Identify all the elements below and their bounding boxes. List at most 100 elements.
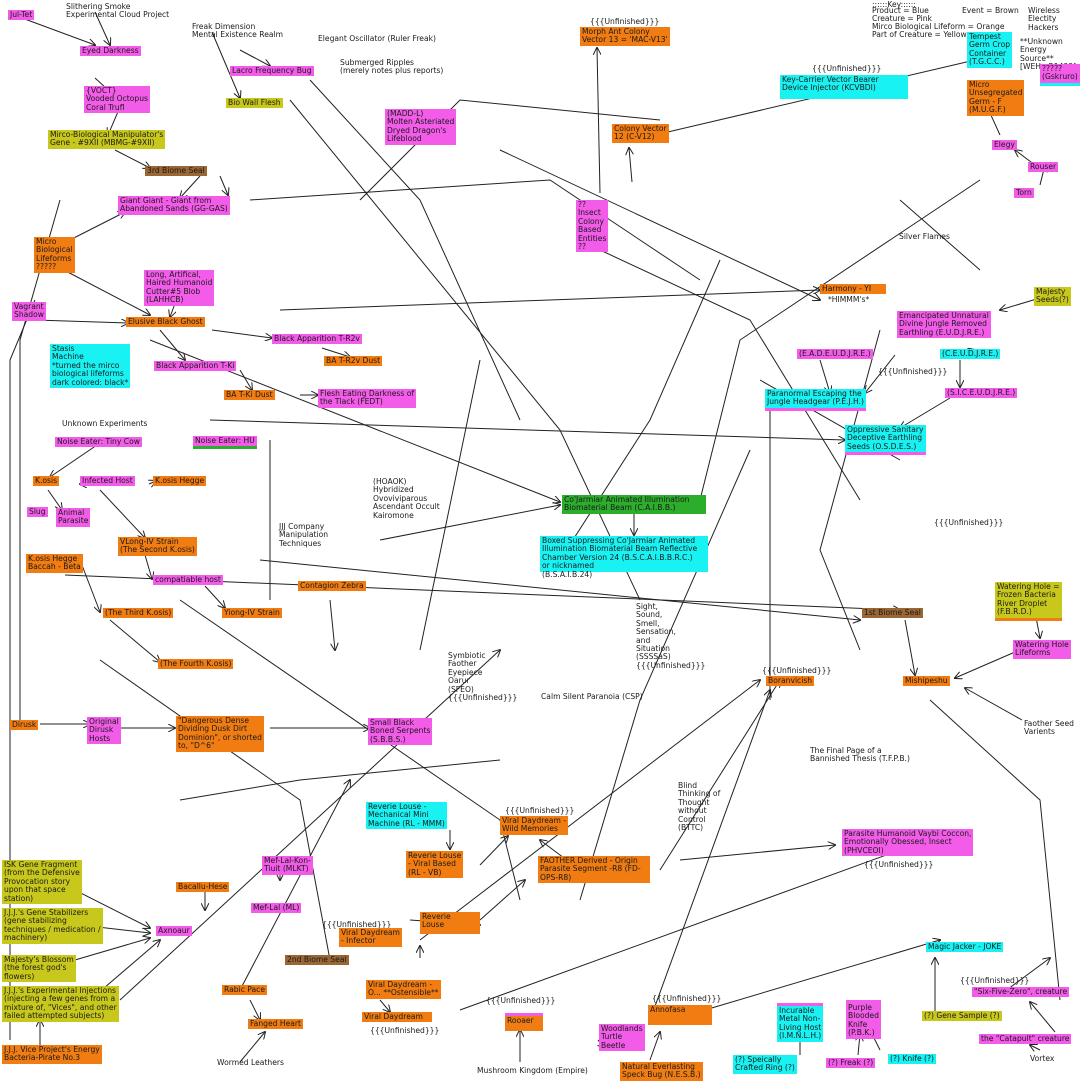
wireless-hackers-label: Wireless Electity Hackers bbox=[1028, 6, 1060, 32]
jjj-gene-stabilizers: J.J.J.'s Gene Stabilizers (gene stabiliz… bbox=[2, 908, 103, 944]
bio-wall-flesh: Bio Wall Flesh bbox=[226, 98, 283, 109]
hoaok-label: (HOAOK) Hybridized Ovoviviparous Ascenda… bbox=[373, 477, 440, 520]
animal-parasite: Animal Parasite bbox=[56, 508, 91, 527]
stasis-machine: Stasis Machine *turned the mirco biologi… bbox=[50, 344, 131, 389]
original-dirusk-hosts: Original Dirusk Hosts bbox=[87, 717, 121, 745]
giant-giant: Giant Giant - Giant from Abandoned Sands… bbox=[118, 196, 230, 215]
viral-daydream-wild-memories: Viral Daydream - Wild Memories bbox=[500, 816, 569, 835]
yiong-iv-strain: Yiong-IV Strain bbox=[222, 608, 282, 619]
legend-part: Part of Creature = Yellow bbox=[872, 30, 967, 39]
bsaib24: Boxed Suppressing Co'Jarmiar Animated Il… bbox=[540, 536, 708, 578]
legend-micro: Mirco Biological Lifeform = Orange bbox=[872, 22, 1005, 31]
unfinished-annofasa: {{{Unfinished}}} bbox=[652, 994, 722, 1003]
rabic-pace: Rabic Pace bbox=[222, 985, 268, 996]
unfinished-eudjre: {{{Unfinished}}} bbox=[878, 367, 948, 376]
elegy: Elegy bbox=[992, 140, 1017, 151]
fd-ops-r8: FAOTHER Derived - Origin Parasite Segmen… bbox=[538, 856, 650, 884]
knife-question: (?) Knife (?) bbox=[888, 1054, 936, 1065]
lacro-frequency-bug: Lacro Frequency Bug bbox=[230, 66, 314, 77]
fanged-heart: Fanged Heart bbox=[248, 1019, 303, 1030]
csp-label: Calm Silent Paranoia (CSP) bbox=[541, 692, 643, 701]
caibb: Co'Jarmiar Animated Illumination Biomate… bbox=[562, 495, 706, 514]
infected-host: Infected Host bbox=[80, 476, 135, 487]
unfinished-viral-daydream: {{{Unfinished}}} bbox=[370, 1026, 440, 1035]
black-apparition-t-r2v: Black Apparition T-R2v bbox=[272, 334, 362, 345]
ba-t-r2v-dust: BA T-R2v Dust bbox=[324, 356, 383, 367]
noise-eater-tiny-cow: Noise Eater: Tiny Cow bbox=[55, 437, 142, 448]
voct: {VOCT} Vooded Octopus Coral Trufl bbox=[84, 86, 150, 114]
pbk: Purple Blooded Knife (P.B.K.) bbox=[846, 1000, 881, 1039]
1st-biome-seal: 1st Biome Seal bbox=[862, 608, 923, 619]
noise-eater-hu: Noise Eater: HU bbox=[193, 436, 257, 450]
ssssas-label: Sight, Sound, Smell, Sensation, and Situ… bbox=[636, 602, 706, 670]
the-fourth-kosis: (The Fourth K.osis) bbox=[158, 659, 234, 670]
mef-lal: Mef-Lal (ML) bbox=[251, 903, 302, 914]
rl-mmm: Reverie Louse - Mechanical Mini Machine … bbox=[366, 802, 447, 830]
submerged-ripples-label: Submerged Ripples (merely notes plus rep… bbox=[340, 58, 444, 76]
madd-l: (MADD-L) Molten Asteriated Dryed Dragon'… bbox=[385, 109, 457, 145]
viral-daydream-ostensible: Viral Daydream - O... **Ostensible** bbox=[366, 980, 441, 999]
lahhcb: Long, Artifical, Haired Humanoid Cutter#… bbox=[144, 270, 215, 306]
2nd-biome-seal: 2nd Biome Seal bbox=[285, 955, 349, 966]
rouser: Rouser bbox=[1028, 162, 1059, 173]
key-carrier-vector: Key-Carrier Vector Bearer Device Injecto… bbox=[780, 75, 908, 99]
wormed-leathers-label: Wormed Leathers bbox=[217, 1058, 284, 1067]
vortex-label: Vortex bbox=[1030, 1054, 1055, 1063]
pejh: Paranormal Escaping the Jungle Headgear … bbox=[765, 389, 867, 411]
jjj-company-label: JJJ Company Manipulation Techniques bbox=[279, 522, 329, 548]
unfinished-key-carrier: {{{Unfinished}}} bbox=[812, 64, 882, 73]
imnlh: Incurable Metal Non- Living Host (I.M.N.… bbox=[777, 1003, 824, 1042]
insect-colony: ?? Insect Colony Based Entities ?? bbox=[576, 200, 609, 253]
magic-jacker: Magic Jacker - JOKE bbox=[926, 942, 1004, 953]
watering-hole-lifeforms: Watering Hole Lifeforms bbox=[1013, 640, 1071, 659]
unknown-experiments-label: Unknown Experiments bbox=[62, 419, 148, 428]
slug: Slug bbox=[27, 507, 48, 518]
rl-vb: Reverie Louse - Viral Based (RL - VB) bbox=[406, 851, 464, 879]
mishipeshu: Mishipeshu bbox=[903, 676, 950, 687]
mushroom-kingdom-label: Mushroom Kingdom (Empire) bbox=[477, 1066, 588, 1075]
morph-ant-colony: Morph Ant Colony Vector 13 = 'MAC-V13' bbox=[580, 27, 670, 46]
tfpb-label: The Final Page of a Bannished Thesis (T.… bbox=[810, 746, 910, 764]
silver-flames-label: Silver Flames bbox=[899, 232, 950, 241]
legend-key: ::::::Key:::::: bbox=[872, 0, 916, 9]
fbrd: Watering Hole = Frozen Bacteria River Dr… bbox=[995, 582, 1062, 621]
harmony-yi: Harmony - YI bbox=[820, 284, 886, 295]
d6: "Dangerous Dense Dividing Dusk Dirt Domi… bbox=[176, 716, 264, 752]
kosis-hegge-baccah: K.osis Hegge Baccah - Beta bbox=[26, 554, 83, 573]
legend-event: Event = Brown bbox=[962, 6, 1019, 15]
unfinished-six-five-zero: {{{Unfinished}}} bbox=[960, 976, 1030, 985]
compatible-host: compatiable host bbox=[153, 575, 223, 586]
micro-unsegregated-germ: Micro Unsegregated Germ - F (M.U.G.F.) bbox=[967, 80, 1025, 116]
woodlands-turtle-beetle: Woodlands Turtle Beetle bbox=[599, 1024, 645, 1052]
axnoaur: Axnoaur bbox=[156, 926, 192, 937]
rooaer: Rooaer bbox=[505, 1013, 543, 1031]
mlkt: Mef-Lal-Kon- Tiuit (MLKT) bbox=[262, 856, 313, 875]
annofasa: Annofasa bbox=[648, 1005, 712, 1025]
osdes: Oppressive Sanitary Deceptive Earthling … bbox=[845, 425, 926, 456]
ba-t-ki-dust: BA T-Ki Dust bbox=[224, 390, 275, 401]
catapult-creature: the "Catapult" creature bbox=[979, 1034, 1072, 1045]
torn: Torn bbox=[1014, 188, 1034, 199]
isk-gene-fragment: ISK Gene Fragment (from the Defensive Pr… bbox=[2, 860, 82, 905]
unfinished-phvceoi: {{{Unfinished}}} bbox=[864, 860, 934, 869]
eyed-darkness: Eyed Darkness bbox=[80, 46, 141, 57]
viral-daydream-infector: Viral Daydream - Infector bbox=[339, 928, 402, 947]
micro-biological-lifeforms: Micro Biological Lifeforms ????? bbox=[34, 237, 75, 273]
sieudjre: (S.I.C.E.U.D.J.R.E.) bbox=[945, 388, 1018, 399]
freak-question: (?) Freak (?) bbox=[826, 1058, 876, 1069]
black-apparition-t-ki: Black Apparition T-Ki bbox=[154, 361, 237, 372]
legend-product: Product = Blue bbox=[872, 6, 929, 15]
slithering-smoke-label: Slithering Smoke Experimental Cloud Proj… bbox=[66, 2, 170, 20]
ceudjre: (C.E.U.D.J.R.E.) bbox=[940, 349, 1001, 360]
elegant-oscillator-label: Elegant Oscillator (Ruler Freak) bbox=[318, 34, 436, 43]
jjj-experimental-injections: J.J.J.'s Experimental Injections (inject… bbox=[2, 986, 119, 1022]
the-third-kosis: (The Third K.osis) bbox=[103, 608, 174, 619]
mbmg-9xii: Mirco-Biological Manipulator's Gene - #9… bbox=[48, 130, 166, 149]
freak-dimension-label: Freak Dimension Mental Existence Realm bbox=[192, 22, 284, 40]
kosis-hegge: K.osis Hegge bbox=[153, 476, 207, 487]
tempest-germ-crop: Tempest Germ Crop Container (T.G.C.C.) bbox=[967, 32, 1013, 68]
sfeo-label: Symbiotic Faother Eyepiece Oarur (SFEO) … bbox=[448, 651, 518, 703]
jul-tet: Jul-Tet bbox=[8, 10, 35, 21]
elusive-black-ghost: Elusive Black Ghost bbox=[126, 317, 205, 328]
himmm-label: *HIMMM's* bbox=[828, 295, 870, 304]
